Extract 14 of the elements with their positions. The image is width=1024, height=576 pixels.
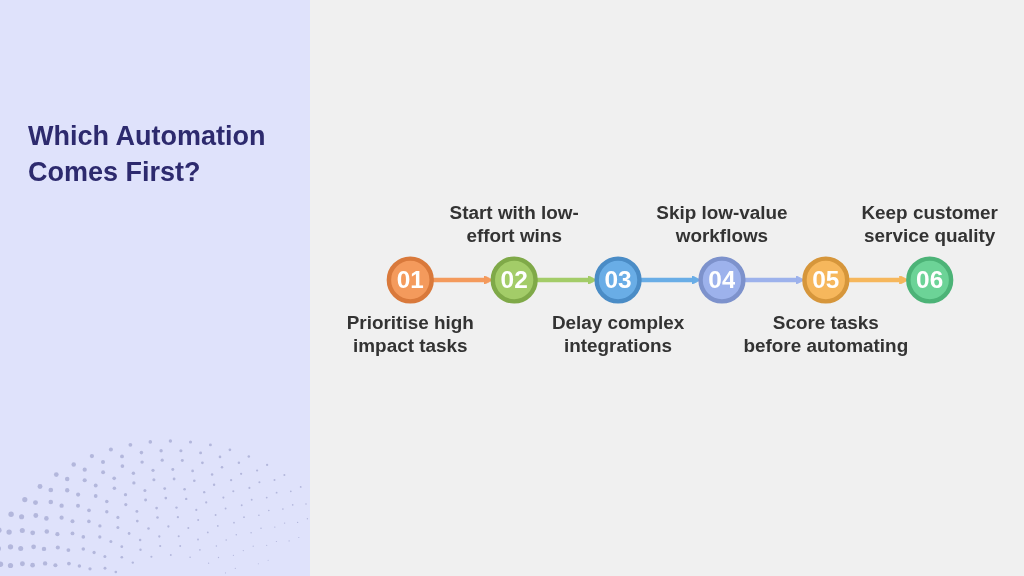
step-caption: Keep customer service quality: [860, 202, 999, 248]
title: Which Automation Comes First?: [28, 120, 267, 190]
step-caption: Score tasks before automating: [742, 312, 910, 358]
node-circle: 01: [386, 256, 434, 304]
node-circle: 02: [490, 256, 538, 304]
node-circle: 03: [594, 256, 642, 304]
node-circle: 05: [802, 256, 850, 304]
step-caption: Prioritise high impact tasks: [345, 312, 475, 358]
node-circle: 04: [698, 256, 746, 304]
step-caption: Skip low-value workflows: [655, 202, 789, 248]
step-caption: Delay complex integrations: [550, 312, 686, 358]
node-circle: 06: [906, 256, 954, 304]
step-caption: Start with low-effort wins: [448, 202, 580, 248]
arrow: [847, 275, 909, 285]
